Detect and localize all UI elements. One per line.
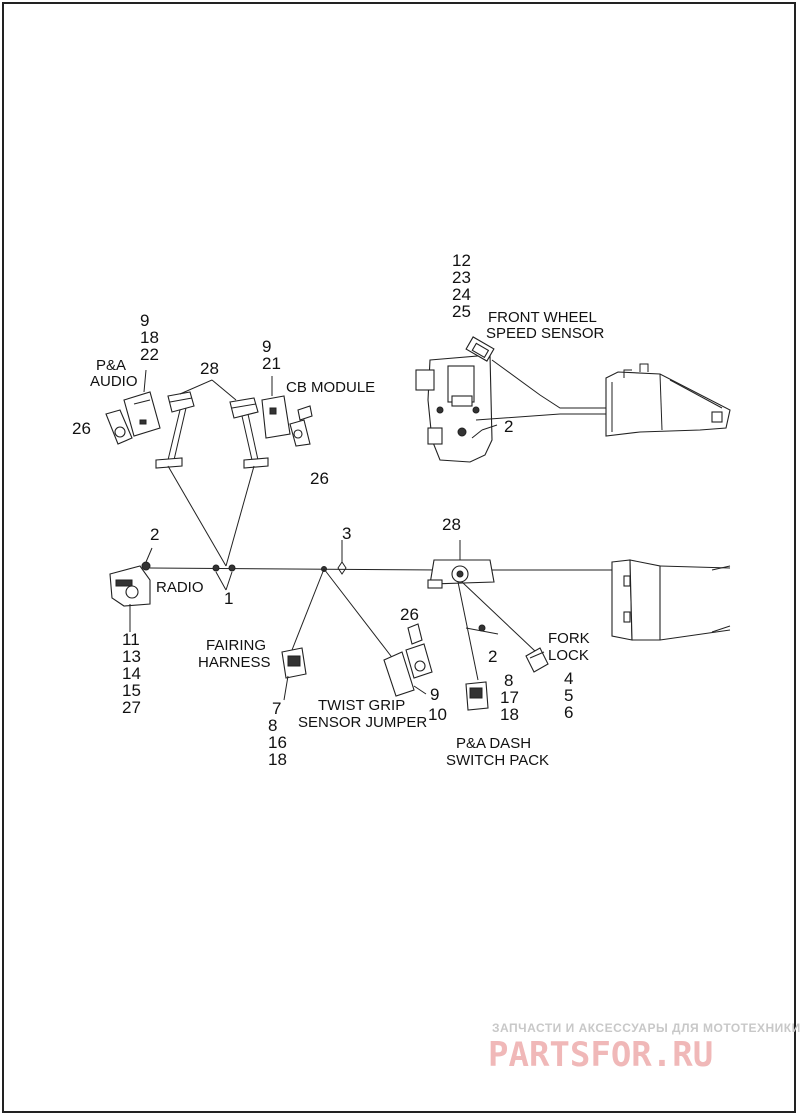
callout-dash-3: 18 (500, 705, 519, 724)
fairing-harness-connector (281, 647, 307, 701)
callout-2-radio: 2 (150, 525, 159, 544)
callout-28-top: 28 (200, 359, 219, 378)
front-fork-bracket (415, 354, 493, 463)
front-wheel-sensor-connector (465, 336, 612, 421)
radio-label: RADIO (156, 579, 204, 596)
module-plug-right (229, 397, 269, 469)
callout-dash-2: 17 (500, 688, 519, 707)
fork-lock-label: FORK (548, 630, 590, 647)
fairing-harness-label-2: HARNESS (198, 654, 271, 671)
fairing-harness-label: FAIRING (206, 637, 266, 654)
module-plug-left (155, 391, 195, 469)
callout-fairing-3: 16 (268, 733, 287, 752)
callout-radio-3: 14 (122, 664, 141, 683)
callout-fairing-2: 8 (268, 716, 277, 735)
callout-26-twist: 26 (400, 605, 419, 624)
fork-lock-connector (525, 647, 549, 673)
pa-audio-label-2: AUDIO (90, 373, 138, 390)
callout-fairing-4: 18 (268, 750, 287, 769)
callout-2-dash: 2 (488, 647, 497, 666)
callout-3: 3 (342, 524, 351, 543)
callout-fw-4: 25 (452, 302, 471, 321)
callout-2-fw: 2 (504, 417, 513, 436)
callout-fw-3: 24 (452, 285, 471, 304)
callout-26-right: 26 (310, 469, 329, 488)
fork-tube-lower (611, 559, 731, 641)
callout-twist-1: 9 (430, 685, 439, 704)
callout-fork-3: 6 (564, 703, 573, 722)
callout-fork-1: 4 (564, 669, 573, 688)
callout-twist-2: 10 (428, 705, 447, 724)
callout-fairing-1: 7 (272, 699, 281, 718)
callout-fw-1: 12 (452, 251, 471, 270)
dash-bracket (427, 540, 495, 589)
callout-radio-1: 11 (122, 630, 140, 649)
pa-audio-label: P&A (96, 357, 126, 374)
cb-module-label: CB MODULE (286, 379, 375, 396)
dash-switch-label: P&A DASH (456, 735, 531, 752)
twist-grip-connector (383, 623, 433, 697)
clip-26-right (289, 405, 313, 447)
callout-cb-1: 9 (262, 337, 271, 356)
callout-26-left: 26 (72, 419, 91, 438)
callout-cb-2: 21 (262, 354, 281, 373)
dash-switch-connector (465, 681, 489, 711)
watermark-brand: PARTSFOR.RU (488, 1035, 713, 1075)
callout-audio-3: 22 (140, 345, 159, 364)
callout-radio-2: 13 (122, 647, 141, 666)
callout-radio-5: 27 (122, 698, 141, 717)
callout-28-mid: 28 (442, 515, 461, 534)
cb-module-connector (261, 395, 291, 439)
pa-audio-connector (123, 391, 161, 437)
front-wheel-label: FRONT WHEEL (488, 309, 597, 326)
callout-fork-2: 5 (564, 686, 573, 705)
callout-radio-4: 15 (122, 681, 141, 700)
fork-lock-label-2: LOCK (548, 647, 589, 664)
twist-grip-label-2: SENSOR JUMPER (298, 714, 427, 731)
radio-unit (109, 547, 153, 632)
callout-audio-2: 18 (140, 328, 159, 347)
front-fork-slider (605, 363, 731, 437)
twist-grip-label: TWIST GRIP (318, 697, 405, 714)
callout-audio-1: 9 (140, 311, 149, 330)
callout-1: 1 (224, 589, 233, 608)
clip-26-left (105, 409, 133, 445)
callout-dash-1: 8 (504, 671, 513, 690)
front-wheel-label-2: SPEED SENSOR (486, 325, 605, 342)
watermark-tagline: ЗАПЧАСТИ И АКСЕССУАРЫ ДЛЯ МОТОТЕХНИКИ (492, 1021, 800, 1035)
dash-switch-label-2: SWITCH PACK (446, 752, 549, 769)
main-harness (149, 540, 612, 661)
callout-fw-2: 23 (452, 268, 471, 287)
